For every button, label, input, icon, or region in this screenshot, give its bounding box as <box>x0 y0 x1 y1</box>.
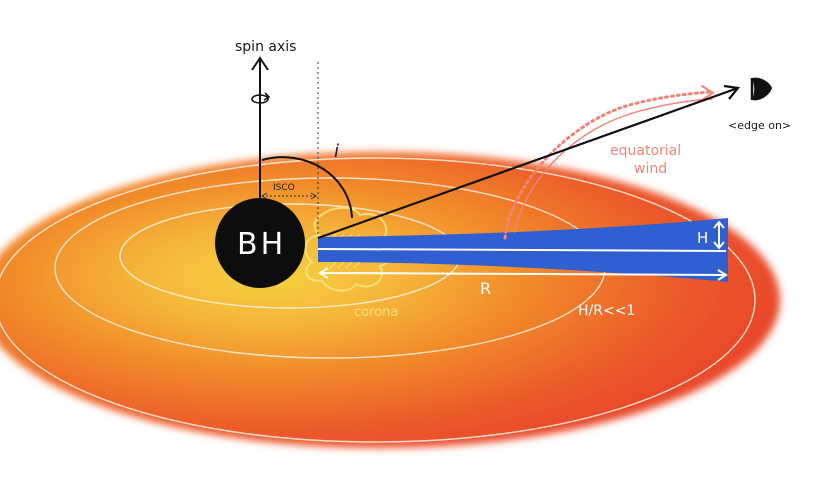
radius-arrow <box>318 267 728 281</box>
aspect-ratio-label: H/R<<1 <box>578 303 635 319</box>
isco-label: ISCO <box>273 183 295 193</box>
corona-cloud <box>304 206 394 292</box>
inclination-arc <box>261 156 353 219</box>
equatorial-wind <box>503 85 715 240</box>
corona-label: corona <box>354 305 398 320</box>
corona <box>304 206 394 292</box>
black-hole-label: BH <box>237 227 286 262</box>
wind-stream <box>503 90 714 240</box>
equatorial-wind-label-line1: equatorial <box>610 143 681 159</box>
isco-arrow <box>261 192 317 200</box>
wind-stream-edge <box>514 98 713 233</box>
observer-label: <edge on> <box>728 119 791 132</box>
eye-icon <box>750 77 772 101</box>
wind-arrowhead <box>701 85 715 101</box>
disk-ring-outer <box>0 157 756 443</box>
black-hole <box>215 198 305 288</box>
spin-axis-label: spin axis <box>235 39 296 55</box>
height-marker <box>713 220 725 250</box>
height-label: H <box>697 229 708 247</box>
line-of-sight <box>317 84 741 240</box>
thin-disk-midplane <box>317 248 727 252</box>
rotation-arrow-icon <box>251 92 271 104</box>
accretion-disk <box>0 152 780 448</box>
inclination-label: i <box>334 141 339 162</box>
radius-label: R <box>480 279 491 298</box>
equatorial-wind-label-line2: wind <box>634 161 667 177</box>
